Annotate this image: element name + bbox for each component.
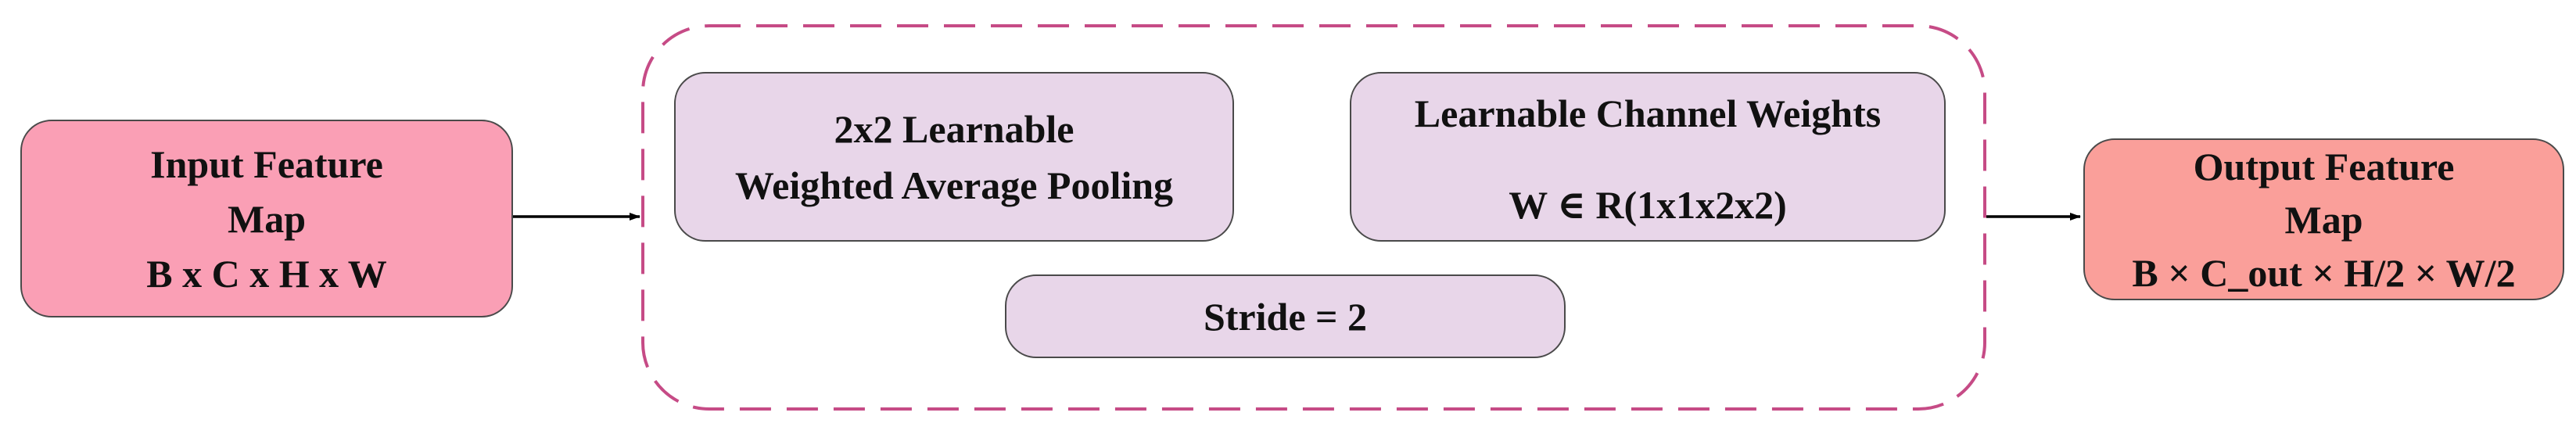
- output-feature-map-box: Output Feature Map B × C_out × H/2 × W/2: [2083, 138, 2564, 300]
- module-dashed-group: [641, 24, 1986, 411]
- learnable-pooling-box: 2x2 Learnable Weighted Average Pooling: [674, 72, 1234, 242]
- input-title-line1: Input Feature: [150, 142, 383, 186]
- output-title-line1: Output Feature: [2193, 144, 2455, 188]
- pooling-line1: 2x2 Learnable: [834, 106, 1075, 151]
- weights-formula: W ∈ R(1x1x2x2): [1509, 183, 1787, 227]
- channel-weights-box: Learnable Channel Weights W ∈ R(1x1x2x2): [1350, 72, 1946, 242]
- weights-title: Learnable Channel Weights: [1414, 91, 1882, 135]
- output-shape: B × C_out × H/2 × W/2: [2132, 250, 2516, 295]
- pooling-line2: Weighted Average Pooling: [734, 163, 1174, 207]
- stride-label: Stride = 2: [1203, 294, 1368, 339]
- input-title-line2: Map: [228, 196, 306, 241]
- output-title-line2: Map: [2284, 197, 2363, 242]
- input-feature-map-box: Input Feature Map B x C x H x W: [20, 120, 513, 317]
- stride-box: Stride = 2: [1005, 274, 1566, 358]
- input-shape: B x C x H x W: [146, 251, 387, 296]
